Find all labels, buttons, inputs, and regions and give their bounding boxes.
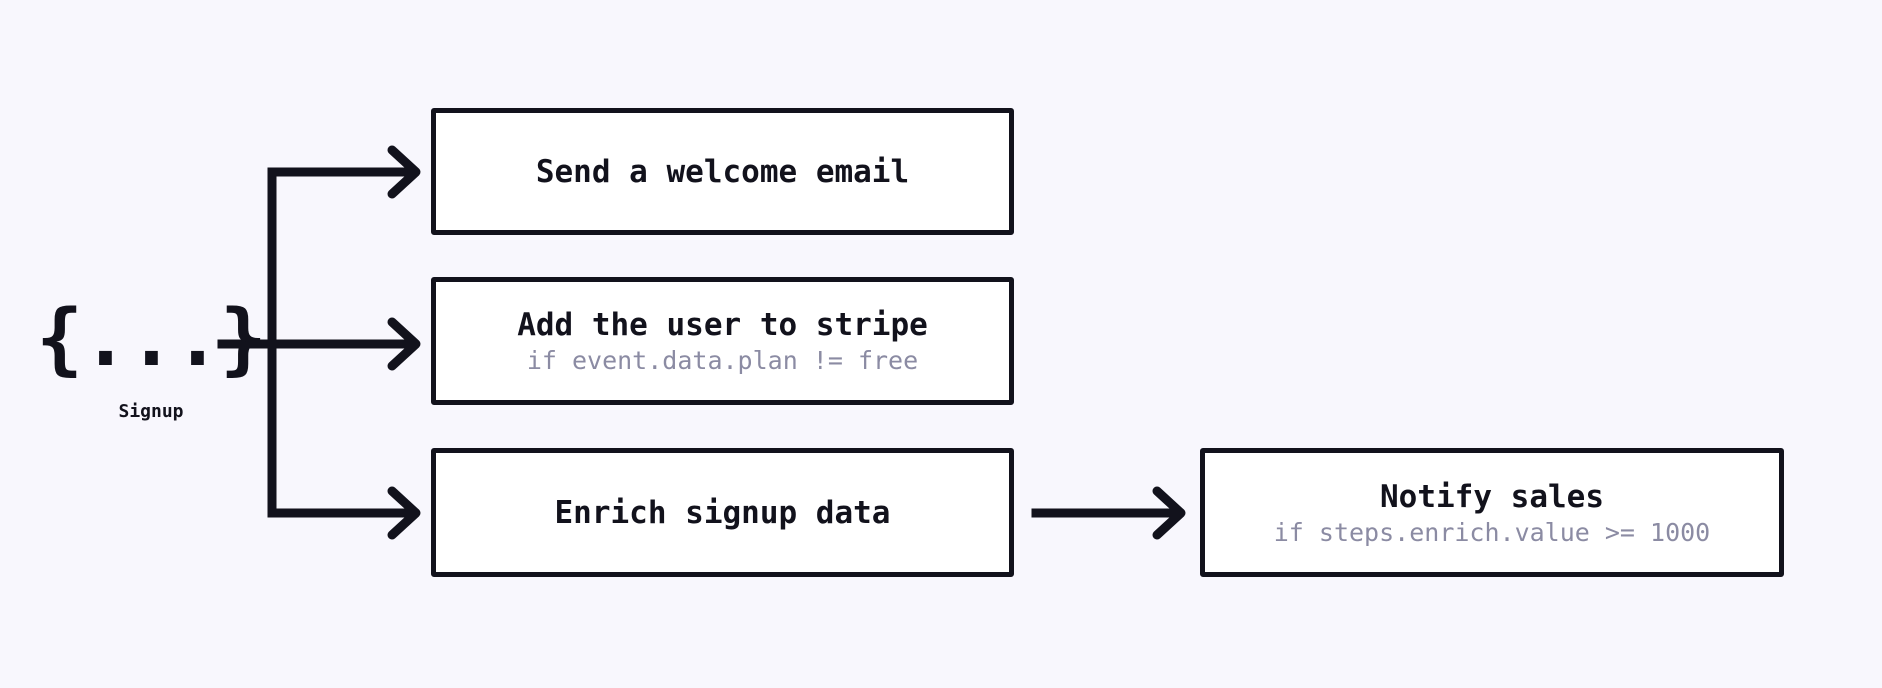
- step-title: Send a welcome email: [535, 153, 910, 190]
- step-title: Add the user to stripe: [517, 307, 928, 343]
- step-title: Notify sales: [1380, 478, 1604, 515]
- step-title: Enrich signup data: [554, 494, 891, 531]
- step-box-send-welcome-email[interactable]: Send a welcome email: [431, 108, 1014, 235]
- arrowhead-icon-send-welcome-email: [387, 145, 421, 199]
- step-condition: if event.data.plan != free: [526, 346, 919, 375]
- arrowhead-icon-notify-sales: [1152, 486, 1186, 540]
- step-condition: if steps.enrich.value >= 1000: [1273, 517, 1711, 547]
- arrowhead-icon-enrich-signup-data: [387, 486, 421, 540]
- trigger-node-signup[interactable]: {...} Signup: [36, 296, 267, 422]
- step-box-notify-sales[interactable]: Notify sales if steps.enrich.value >= 10…: [1200, 448, 1784, 577]
- json-braces-icon: {...}: [36, 294, 267, 384]
- trigger-label: Signup: [118, 401, 184, 422]
- arrowhead-icon-add-user-to-stripe: [387, 317, 421, 371]
- step-box-add-user-to-stripe[interactable]: Add the user to stripe if event.data.pla…: [431, 277, 1014, 405]
- step-box-enrich-signup-data[interactable]: Enrich signup data: [431, 448, 1014, 577]
